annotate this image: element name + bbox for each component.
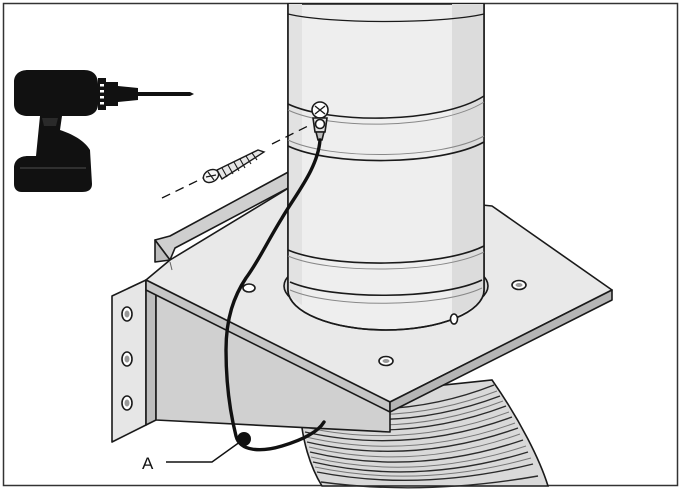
ground-terminal [311,101,329,141]
cordless-drill-icon [14,70,194,192]
callout-label-a: A [142,454,154,473]
screw-icon [202,149,266,184]
plate-hole [242,283,256,293]
duct-collar [283,3,489,331]
wall-flange [111,279,157,443]
callout-leader-a [166,438,245,463]
ground-wire [224,138,326,452]
collar-hole [449,313,459,325]
